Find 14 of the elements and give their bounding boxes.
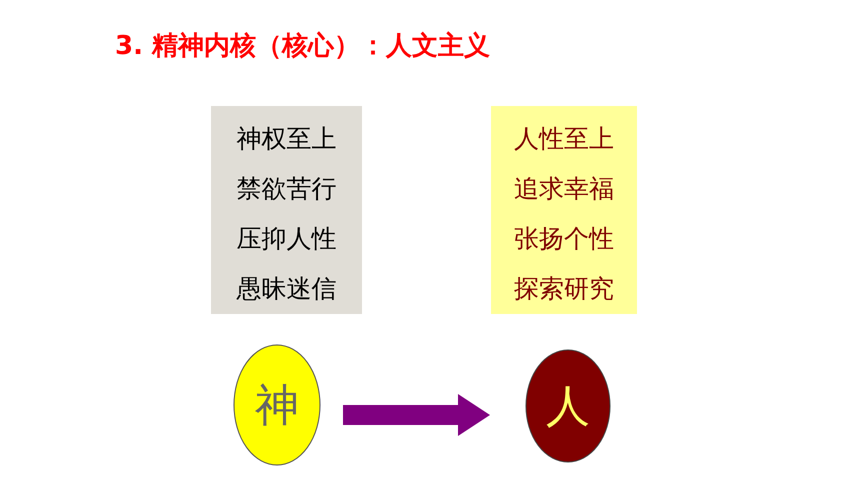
circle-label: 人 — [546, 380, 590, 434]
list-item: 禁欲苦行 — [236, 173, 338, 205]
text-panel — [211, 106, 362, 314]
list-item: 探索研究 — [513, 273, 615, 305]
circle-label: 神 — [255, 378, 299, 432]
list-item: 人性至上 — [513, 123, 615, 155]
list-item: 愚昧迷信 — [236, 273, 338, 305]
title: 3. 精神内核（核心）：人文主义 — [115, 30, 490, 63]
arrow — [343, 394, 490, 436]
list-item: 压抑人性 — [236, 223, 338, 255]
list-item: 张扬个性 — [513, 223, 615, 255]
list-item: 神权至上 — [236, 123, 338, 155]
text-panel — [491, 106, 637, 314]
list-item: 追求幸福 — [513, 173, 615, 205]
